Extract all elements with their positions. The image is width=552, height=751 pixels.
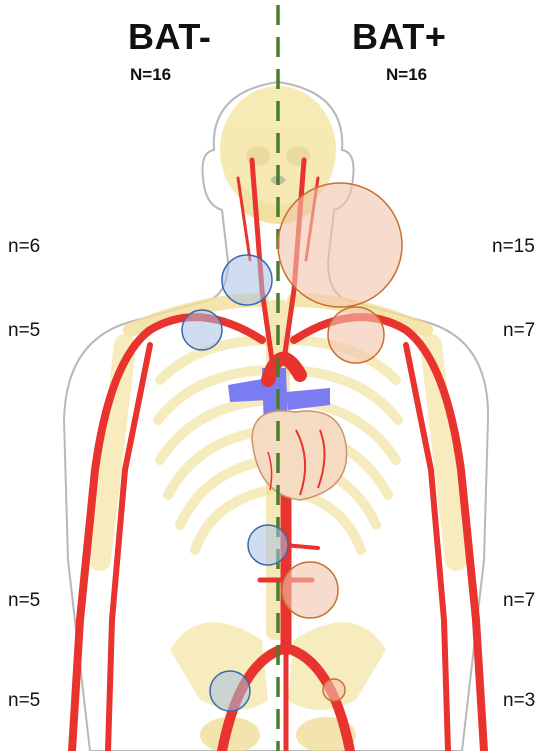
bat-negative-n-label: N=16 [130,65,171,85]
bat-negative-subclavian-marker [182,310,222,350]
bat-positive-abdominal-marker [282,562,338,618]
abdominal-bat-negative-count: n=5 [8,590,40,612]
subclavian-bat-positive-count: n=7 [503,320,535,342]
bat-positive-subclavian-marker [328,307,384,363]
bat-positive-iliac-marker [323,679,345,701]
carotid-bat-negative-count: n=6 [8,236,40,258]
abdominal-bat-positive-count: n=7 [503,590,535,612]
bat-negative-abdominal-marker [248,525,288,565]
bat-negative-iliac-marker [210,671,250,711]
bat-positive-carotid-marker [278,183,402,307]
bat-positive-title: BAT+ [352,16,446,58]
iliac-bat-negative-count: n=5 [8,690,40,712]
bat-positive-n-label: N=16 [386,65,427,85]
bat-negative-title: BAT- [128,16,211,58]
subclavian-bat-negative-count: n=5 [8,320,40,342]
carotid-bat-positive-count: n=15 [492,236,535,258]
bat-negative-carotid-marker [222,255,272,305]
iliac-bat-positive-count: n=3 [503,690,535,712]
